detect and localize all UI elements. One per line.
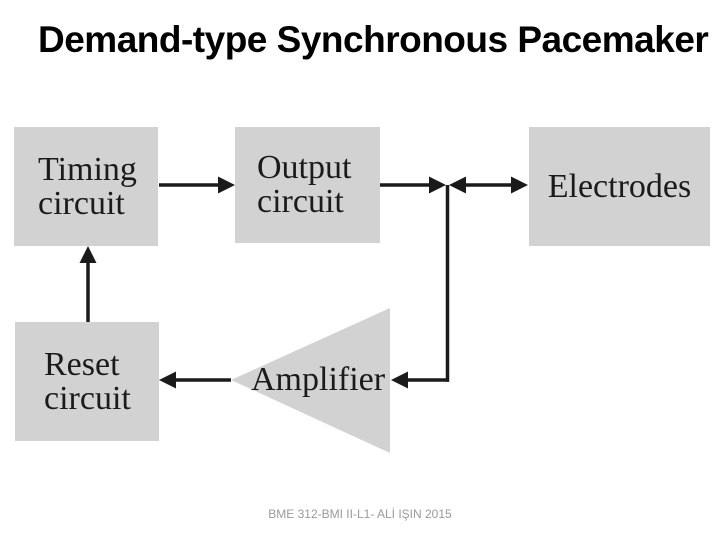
- arrow-junction-to-amplifier: [391, 371, 449, 389]
- arrow-reset-to-timing: [79, 246, 97, 323]
- block-reset-circuit: Reset circuit: [15, 322, 159, 441]
- block-timing-circuit: Timing circuit: [14, 127, 158, 246]
- amplifier-triangle-shape: [231, 308, 390, 453]
- block-label-line: Timing: [38, 150, 137, 188]
- arrow-timing-to-output: [159, 176, 235, 194]
- slide-title: Demand-type Synchronous Pacemaker: [38, 19, 709, 60]
- arrowhead-left-icon: [449, 176, 466, 194]
- block-label-line: circuit: [38, 184, 125, 222]
- arrowhead-up-icon: [79, 246, 97, 263]
- block-label-line: Electrodes: [547, 167, 692, 205]
- arrowhead-left-icon: [159, 371, 176, 389]
- arrow-amplifier-to-reset: [159, 371, 231, 389]
- block-label-line: circuit: [44, 379, 131, 417]
- block-amplifier-label: Amplifier: [251, 361, 386, 398]
- arrowhead-right-icon: [218, 176, 235, 194]
- arrowhead-right-icon: [429, 176, 446, 194]
- slide-footer: BME 312-BMI II-L1- ALİ IŞIN 2015: [268, 507, 452, 521]
- arrow-output-to-junction: [379, 176, 446, 194]
- block-label-line: circuit: [257, 183, 344, 220]
- block-label-line: Reset: [44, 345, 120, 383]
- double-arrow-junction-electrodes: [449, 176, 528, 194]
- block-label-line: Output: [257, 149, 352, 186]
- arrowhead-right-icon: [511, 176, 528, 194]
- arrowhead-left-icon: [391, 371, 408, 389]
- block-output-circuit: Output circuit: [235, 127, 380, 243]
- block-electrodes: Electrodes: [529, 127, 710, 246]
